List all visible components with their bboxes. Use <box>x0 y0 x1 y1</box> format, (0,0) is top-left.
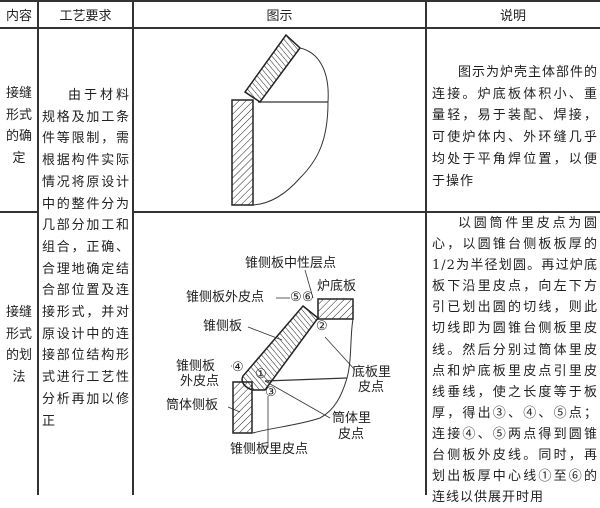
label-bottom-inner-l2: 皮点 <box>358 380 385 395</box>
process-requirement: 由于材料规格及加工条件等限制，需根据构件实际情况将原设计中的整件分为几部分加工和… <box>42 88 130 429</box>
header-content: 内容 <box>5 9 32 24</box>
marker-3: ③ <box>265 385 277 400</box>
cone-plate <box>241 304 320 391</box>
label-shell-inner-l2: 皮点 <box>338 427 365 442</box>
diagrams <box>227 33 356 448</box>
marker-1: ① <box>255 367 267 382</box>
col-divider-3 <box>425 0 427 495</box>
shell-plate <box>232 381 253 434</box>
joint-form-diagram <box>231 33 329 206</box>
marker-2: ② <box>316 319 328 334</box>
label-bottom-inner-l1: 底板里 <box>352 365 392 380</box>
header-description: 说明 <box>499 9 526 24</box>
label-shell-inner-l1: 筒体里 <box>332 411 372 426</box>
marker-6: ⑥ <box>302 290 314 305</box>
col-divider-2 <box>132 0 134 495</box>
table-border-top <box>0 0 600 2</box>
header-divider <box>0 27 600 29</box>
label-outer-point-56: 锥侧板外皮点 <box>186 290 265 305</box>
row1-content: 接缝形式的确定 <box>5 86 32 166</box>
header-illustration: 图示 <box>266 9 293 24</box>
shell-outline-curve <box>252 47 329 206</box>
label-cone-plate: 锥侧板 <box>203 319 243 334</box>
marker-4: ④ <box>232 360 244 375</box>
shell-plate <box>231 99 254 206</box>
marker-5: ⑤ <box>290 290 302 305</box>
row1-description: 图示为炉壳主体部件的连接。炉底板体积小、重量轻，易于装配、焊接，可使炉体内、外环… <box>432 65 599 189</box>
bottom-line <box>264 377 348 382</box>
label-bottom-plate: 炉底板 <box>317 279 357 294</box>
row-divider-col1 <box>0 211 38 213</box>
cone-plate <box>243 33 302 104</box>
row-divider-col34 <box>133 211 600 213</box>
label-neutral-point: 锥侧板中性层点 <box>245 256 337 271</box>
label-shell-plate: 筒体侧板 <box>166 398 219 413</box>
row2-description: 以圆筒件里皮点为圆心，以圆锥台侧板板厚的1/2为半径划圆。再过炉底板下沿里皮点，… <box>432 216 598 506</box>
header-requirement: 工艺要求 <box>59 9 112 24</box>
label-outer-point-4-l1: 锥侧板 <box>176 359 216 374</box>
col-divider-1 <box>37 0 39 495</box>
row2-content: 接缝形式的划法 <box>5 305 32 385</box>
label-cone-inner-point: 锥侧板里皮点 <box>230 442 309 457</box>
bottom-plate <box>317 298 354 320</box>
shell-outline-curve <box>252 318 354 434</box>
joint-marking-diagram <box>227 269 356 448</box>
label-outer-point-4-l2: 外皮点 <box>180 374 220 389</box>
